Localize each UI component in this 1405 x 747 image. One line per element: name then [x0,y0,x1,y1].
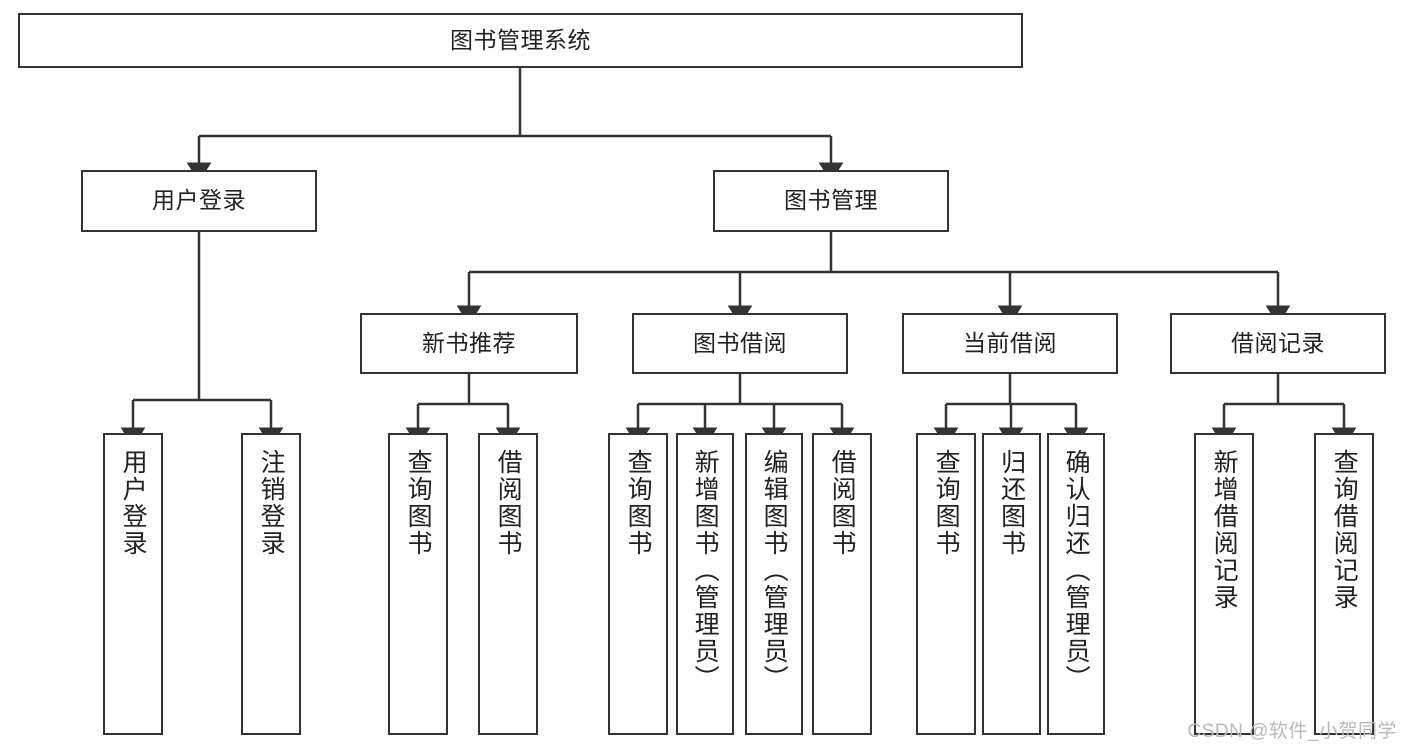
node-current-borrow-label: 当前借阅 [963,329,1057,356]
node-new-book-recommend-label: 新书推荐 [422,329,516,356]
leaf-borrow-book-2-label: 借阅图书 [828,449,857,557]
leaf-add-book-label: 新增图书（管理员） [691,449,720,692]
leaf-query-book-1-label: 查询图书 [404,449,433,557]
node-borrow-record-label: 借阅记录 [1231,329,1325,356]
leaf-user-logout[interactable]: 注销登录 [241,433,301,735]
leaf-confirm-return-label: 确认归还（管理员） [1062,449,1091,692]
leaf-edit-book[interactable]: 编辑图书（管理员） [745,433,803,735]
watermark-text: CSDN @软件_小贺同学 [1187,721,1397,742]
leaf-add-record[interactable]: 新增借阅记录 [1194,433,1254,735]
node-book-manage[interactable]: 图书管理 [713,170,949,232]
node-root-label: 图书管理系统 [450,26,591,53]
leaf-return-book-label: 归还图书 [997,449,1026,557]
leaf-user-login-label: 用户登录 [119,449,148,557]
node-user-login[interactable]: 用户登录 [81,170,317,232]
leaf-query-book-1[interactable]: 查询图书 [388,433,448,735]
node-book-borrow-label: 图书借阅 [693,329,787,356]
leaf-query-book-3[interactable]: 查询图书 [916,433,976,735]
leaf-edit-book-label: 编辑图书（管理员） [760,449,789,692]
leaf-return-book[interactable]: 归还图书 [982,433,1041,735]
leaf-add-book[interactable]: 新增图书（管理员） [676,433,734,735]
leaf-borrow-book-2[interactable]: 借阅图书 [812,433,872,735]
leaf-query-book-2[interactable]: 查询图书 [608,433,668,735]
node-root[interactable]: 图书管理系统 [18,13,1023,68]
leaf-query-book-3-label: 查询图书 [932,449,961,557]
node-borrow-record[interactable]: 借阅记录 [1170,313,1386,374]
leaf-confirm-return[interactable]: 确认归还（管理员） [1047,433,1105,735]
node-current-borrow[interactable]: 当前借阅 [902,313,1118,374]
leaf-query-record[interactable]: 查询借阅记录 [1314,433,1374,735]
node-new-book-recommend[interactable]: 新书推荐 [360,313,578,374]
leaf-borrow-book-1[interactable]: 借阅图书 [478,433,538,735]
leaf-user-login[interactable]: 用户登录 [103,433,163,735]
node-book-manage-label: 图书管理 [784,187,878,214]
leaf-query-record-label: 查询借阅记录 [1330,449,1359,611]
node-user-login-label: 用户登录 [152,187,246,214]
leaf-user-logout-label: 注销登录 [257,449,286,557]
leaf-query-book-2-label: 查询图书 [624,449,653,557]
node-book-borrow[interactable]: 图书借阅 [632,313,848,374]
leaf-add-record-label: 新增借阅记录 [1210,449,1239,611]
leaf-borrow-book-1-label: 借阅图书 [494,449,523,557]
